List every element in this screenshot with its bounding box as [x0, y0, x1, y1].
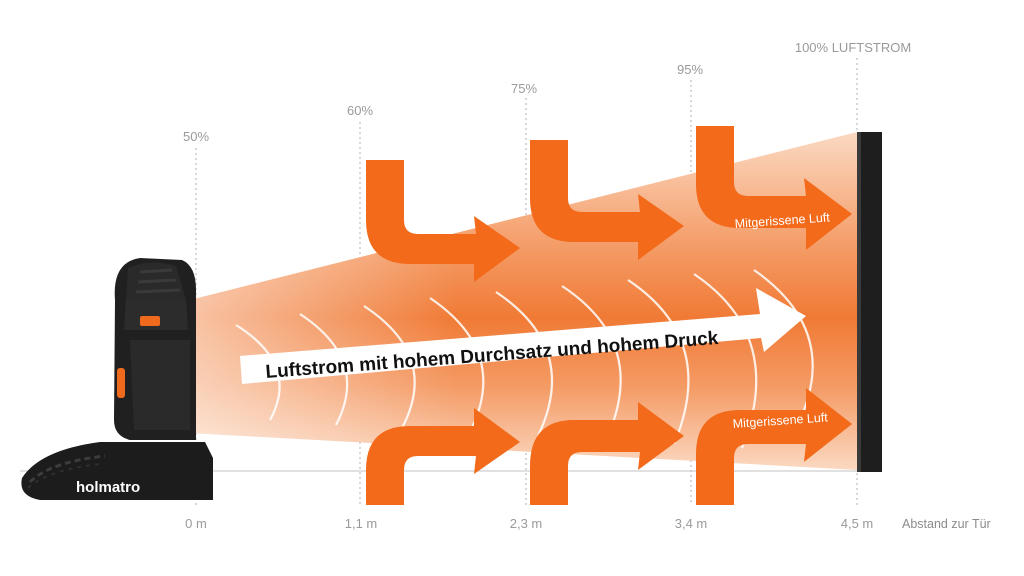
curved-arrow-icon	[366, 160, 520, 282]
distance-label-3: 3,4 m	[675, 516, 708, 531]
percent-label-100: 100% LUFTSTROM	[795, 40, 911, 55]
curved-arrow-icon	[696, 388, 852, 505]
axis-label: Abstand zur Tür	[902, 517, 991, 531]
curved-arrow-icon	[366, 408, 520, 505]
upper-entrained-arrows	[366, 126, 852, 282]
percent-label-50: 50%	[183, 129, 209, 144]
distance-label-4: 4,5 m	[841, 516, 874, 531]
distance-labels: 0 m 1,1 m 2,3 m 3,4 m 4,5 m	[185, 516, 873, 531]
curved-arrow-icon	[530, 140, 684, 260]
distance-label-2: 2,3 m	[510, 516, 543, 531]
percent-label-75: 75%	[511, 81, 537, 96]
distance-label-0: 0 m	[185, 516, 207, 531]
lower-entrained-arrows	[366, 388, 852, 505]
entrained-air-label-top: Mitgerissene Luft	[734, 210, 830, 231]
percent-labels: 50% 60% 75% 95% 100% LUFTSTROM	[183, 40, 911, 144]
door-icon	[857, 132, 882, 472]
percent-label-95: 95%	[677, 62, 703, 77]
percent-label-60: 60%	[347, 103, 373, 118]
blower-fan-icon: holmatro	[21, 258, 214, 500]
curved-arrow-icon	[696, 126, 852, 250]
curved-arrow-icon	[530, 402, 684, 505]
entrained-air-label-bottom: Mitgerissene Luft	[732, 410, 828, 431]
brand-logo: holmatro	[76, 479, 140, 496]
airflow-cone	[190, 132, 857, 470]
distance-label-1: 1,1 m	[345, 516, 378, 531]
